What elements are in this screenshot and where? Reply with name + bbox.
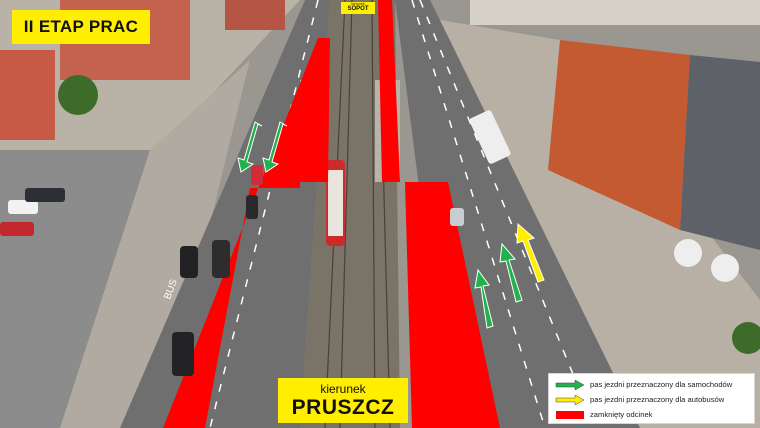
- closed-section-right: [378, 0, 500, 428]
- stage-label: II ETAP PRAC: [12, 10, 150, 44]
- left-road: [120, 0, 330, 428]
- car: [246, 195, 258, 219]
- car: [172, 332, 194, 376]
- green-arrow-icon: [262, 121, 288, 173]
- legend-text-buses: pas jezdni przeznaczony dla autobusów: [590, 395, 725, 404]
- umbrella: [711, 254, 739, 282]
- map-legend: pas jezdni przeznaczony dla samochodów p…: [548, 373, 755, 424]
- building-left-1: [0, 50, 55, 140]
- green-arrows-right: [474, 242, 523, 329]
- building-right-brick: [548, 40, 690, 230]
- closed-section-left: [163, 38, 330, 428]
- destination-sign-name: SOPOT: [347, 6, 369, 12]
- yellow-arrow-icon: [555, 394, 585, 405]
- tram-roof: [328, 170, 343, 236]
- tree: [732, 322, 760, 354]
- red-bar-icon: [556, 410, 584, 419]
- car: [450, 208, 464, 226]
- car: [25, 188, 65, 202]
- direction-label: kierunek PRUSZCZ: [278, 378, 408, 423]
- destination-sign: kierunek SOPOT: [341, 2, 375, 14]
- green-arrows-left: [237, 121, 288, 173]
- green-arrow-icon: [499, 242, 523, 303]
- car: [8, 200, 38, 214]
- legend-row-closed: zamknięty odcinek: [555, 407, 748, 422]
- building-right-grey: [680, 55, 760, 250]
- direction-destination: PRUSZCZ: [291, 396, 395, 419]
- car: [0, 222, 34, 236]
- car: [212, 240, 230, 278]
- right-sidewalk: [440, 20, 760, 428]
- bus: [469, 110, 511, 164]
- building-right-far: [470, 0, 760, 25]
- green-arrow-icon: [474, 268, 494, 329]
- left-sidewalk: [60, 60, 250, 428]
- yellow-arrow-icon: [516, 222, 545, 283]
- building-left-3: [225, 0, 285, 30]
- legend-text-cars: pas jezdni przeznaczony dla samochodów: [590, 380, 733, 389]
- tree: [58, 75, 98, 115]
- legend-text-closed: zamknięty odcinek: [590, 410, 653, 419]
- legend-row-buses: pas jezdni przeznaczony dla autobusów: [555, 392, 748, 407]
- destination-sign-small: kierunek: [351, 2, 365, 6]
- car: [180, 246, 198, 278]
- green-arrow-icon: [237, 121, 263, 173]
- legend-row-cars: pas jezdni przeznaczony dla samochodów: [555, 377, 748, 392]
- direction-small: kierunek: [320, 382, 366, 396]
- lane-markings: [209, 0, 596, 428]
- car: [251, 165, 263, 185]
- umbrella: [674, 239, 702, 267]
- cars: [0, 165, 464, 376]
- green-arrow-icon: [555, 379, 585, 390]
- left-parking: [0, 150, 150, 428]
